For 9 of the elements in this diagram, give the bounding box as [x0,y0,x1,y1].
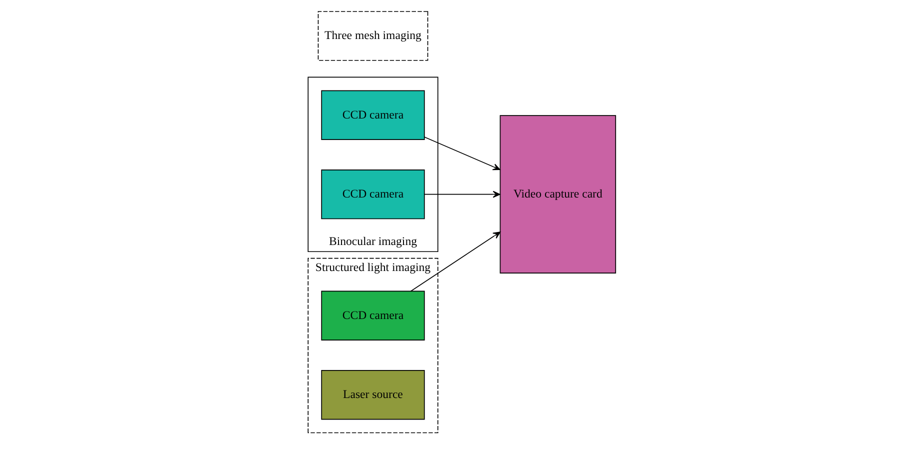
arrow [423,190,500,198]
node-box: Laser source [320,370,424,420]
node-box: CCD camera [320,169,424,220]
node-box: CCD camera [320,290,424,340]
node-box: Video capture card [499,115,616,274]
node-box: CCD camera [320,90,424,140]
node-box: Three mesh imaging [317,11,428,61]
arrow [423,136,500,170]
arrow [410,232,500,292]
